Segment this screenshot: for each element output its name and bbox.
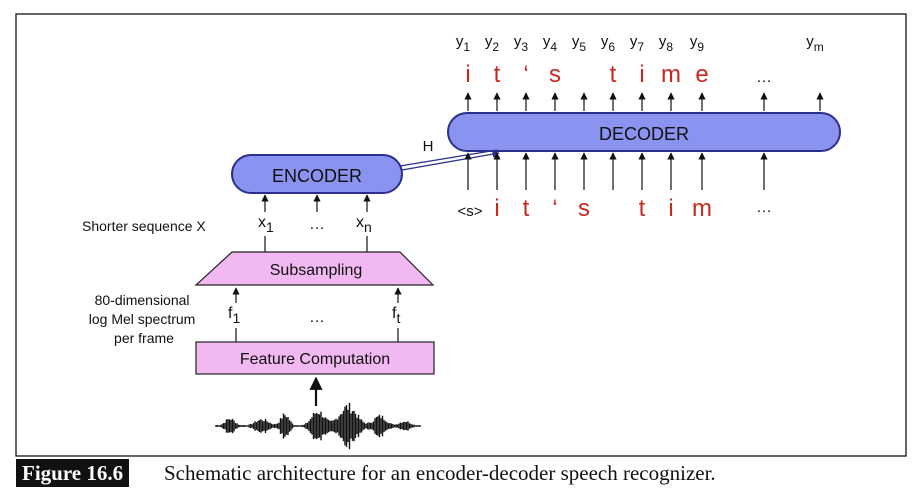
x-last-label: xn — [356, 214, 372, 235]
f-last-label: ft — [392, 305, 400, 326]
f-first-label: f1 — [228, 305, 240, 326]
input-char: m — [692, 195, 712, 222]
subsampling-label: Subsampling — [270, 262, 363, 279]
output-char: i — [465, 61, 470, 88]
input-char: ‘ — [552, 195, 557, 222]
output-char: m — [661, 61, 681, 88]
output-label-y: y6 — [601, 33, 616, 54]
input-char: i — [494, 195, 499, 222]
input-char: i — [668, 195, 673, 222]
output-label-y: y1 — [456, 33, 471, 54]
start-token: <s> — [457, 203, 482, 220]
decoder-label: DECODER — [599, 124, 689, 144]
output-label-y: y3 — [514, 33, 529, 54]
caption-row: Figure 16.6 Schematic architecture for a… — [16, 459, 916, 487]
output-char: i — [639, 61, 644, 88]
figure-label: Figure 16.6 — [16, 459, 130, 487]
encoder-box — [231, 154, 403, 194]
f-dots-label: … — [309, 309, 325, 326]
h-arrow-line-1 — [399, 149, 498, 167]
input-char: s — [578, 195, 590, 222]
decoder-box — [447, 112, 841, 152]
shorter-sequence-label: Shorter sequence X — [82, 218, 206, 234]
output-label-y: y4 — [543, 33, 558, 54]
output-char: t — [494, 61, 501, 88]
feature-computation-box — [195, 341, 435, 375]
figure-caption: Schematic architecture for an encoder-de… — [164, 461, 716, 485]
output-label-y: y9 — [690, 33, 705, 54]
output-char: s — [549, 61, 561, 88]
subsampling-block — [194, 251, 435, 286]
output-char: t — [610, 61, 617, 88]
output-ellipsis: … — [756, 69, 772, 86]
output-char: ‘ — [523, 61, 528, 88]
h-arrow-line-2 — [401, 150, 500, 171]
x-first-label: x1 — [258, 214, 274, 235]
feature-computation-label: Feature Computation — [240, 351, 390, 368]
output-label-y: y5 — [572, 33, 587, 54]
spectrum-label: 80-dimensional log Mel spectrum per fram… — [89, 292, 199, 346]
output-label-y: ym — [806, 33, 824, 54]
encoder-label: ENCODER — [272, 166, 362, 186]
input-char: t — [639, 195, 646, 222]
figure-frame — [15, 13, 907, 457]
input-ellipsis: … — [756, 199, 772, 216]
output-char: e — [695, 61, 708, 88]
input-char: t — [523, 195, 530, 222]
output-label-y: y7 — [630, 33, 645, 54]
h-label: H — [423, 138, 434, 155]
output-label-y: y2 — [485, 33, 500, 54]
speech-waveform — [215, 402, 421, 450]
output-label-y: y8 — [659, 33, 674, 54]
x-dots-label: … — [309, 216, 325, 233]
